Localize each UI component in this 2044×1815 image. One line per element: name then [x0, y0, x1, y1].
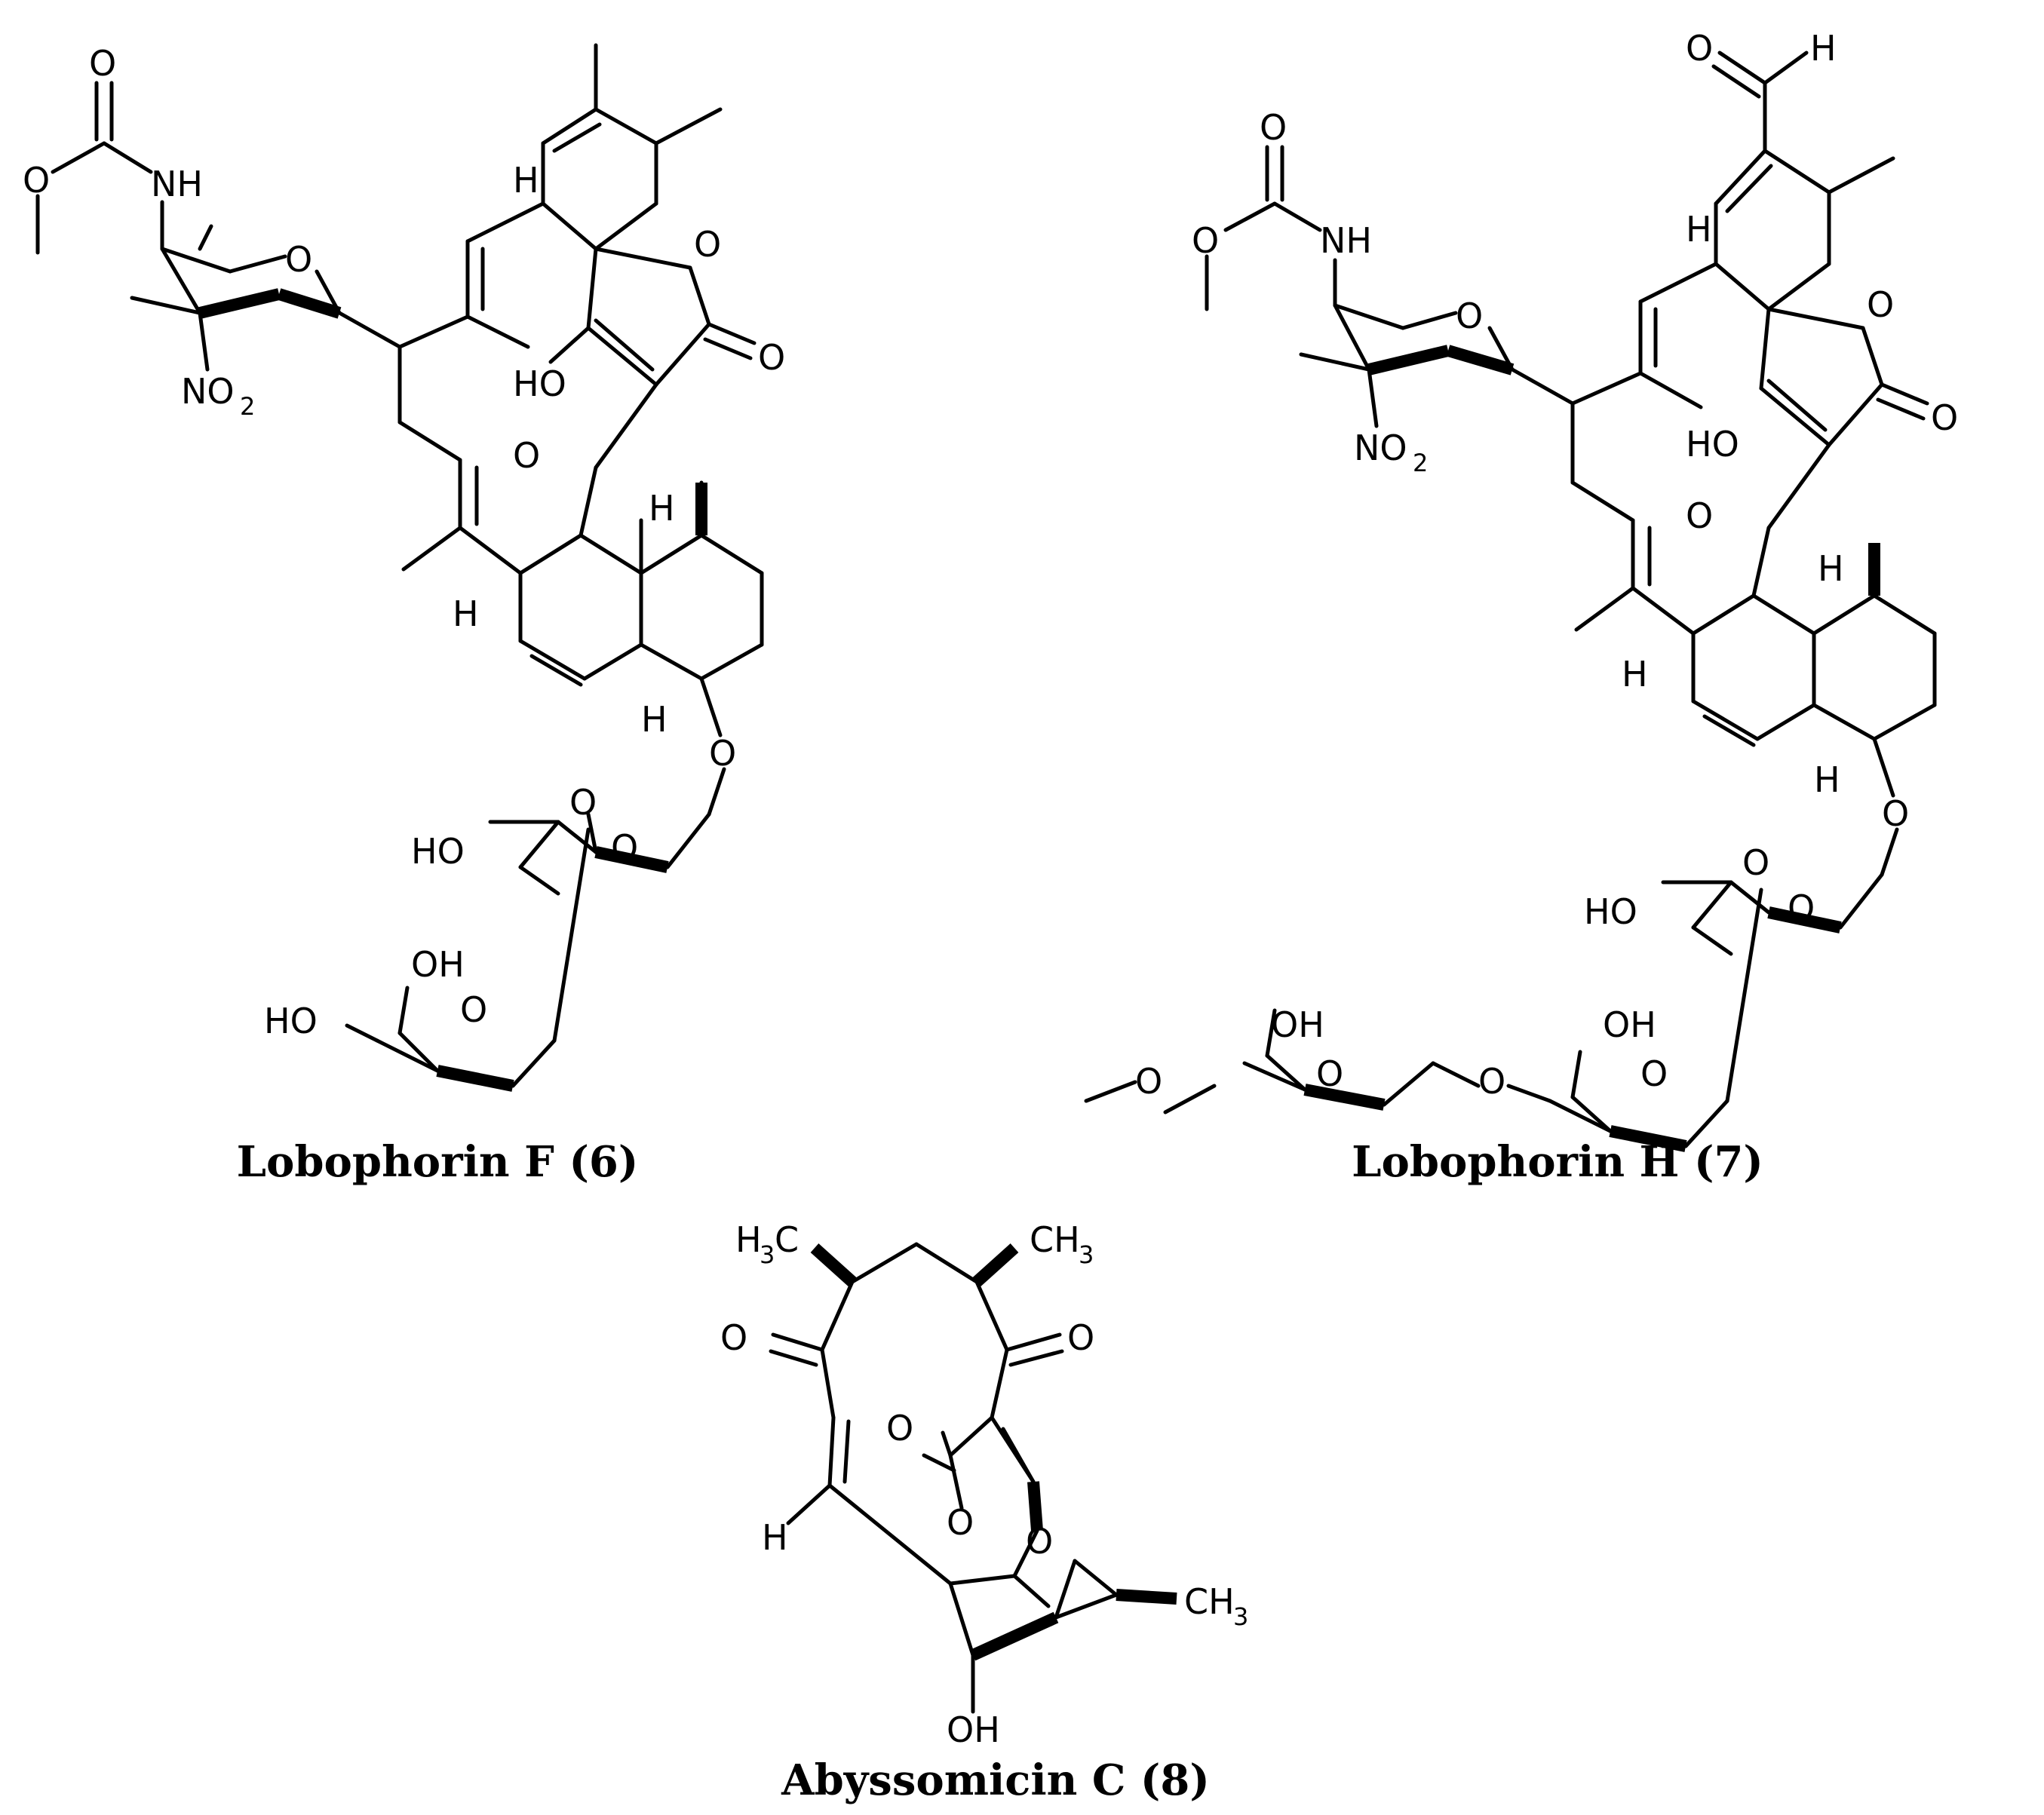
sugar4-ring-o-label: O	[1316, 1053, 1343, 1094]
glycoside-o-label: O	[709, 733, 736, 774]
ether-o-label-c: O	[1026, 1521, 1053, 1562]
allylic-h-label-h: H	[1622, 654, 1648, 694]
carbamate-ether-o-label-h: O	[1192, 220, 1219, 261]
lactone-carbonyl-o-label-c: O	[886, 1408, 913, 1449]
abyssomicin-skeleton	[769, 1242, 1177, 1714]
abyssomicin-c-structure: H 3 C CH 3	[720, 1219, 1248, 1750]
aldehyde-h-label: H	[1810, 28, 1837, 69]
lobophorin-h-structure: O H O O NH O NO	[1084, 28, 1958, 1152]
spiro-tetronate	[465, 43, 757, 387]
lactone-ring-o-label-h: O	[1867, 284, 1894, 325]
carbamate-group	[35, 81, 164, 255]
trisaccharide-chain	[1163, 737, 1899, 1152]
h3c-h-label: H	[735, 1219, 762, 1260]
sugar3-ring-o-label-h: O	[1640, 1053, 1668, 1094]
glycoside-o-label-h: O	[1882, 793, 1909, 834]
abyssomicin-oh-label: OH	[947, 1709, 1000, 1750]
nitro-sugar-ring-h	[1299, 303, 1515, 428]
interglycosidic-o-label: O	[1478, 1061, 1505, 1102]
sugar2-ho-label: HO	[411, 831, 465, 872]
ketone-right-o-label: O	[1067, 1317, 1094, 1358]
angular-h-label-h: H	[1686, 209, 1712, 250]
ch3-top-subscript: 3	[1079, 1240, 1094, 1269]
h3c-subscript: 3	[760, 1240, 775, 1269]
sugar3-oh-label: OH	[411, 944, 465, 985]
lobophorin-h-caption: Lobophorin H (7)	[1352, 1137, 1763, 1187]
nh-label-h: NH	[1320, 220, 1372, 261]
h3c-c-label: C	[775, 1219, 799, 1260]
decalin-h-top-label-h: H	[1818, 548, 1844, 589]
sugar2-ring-o-upper-label: O	[569, 782, 597, 823]
aldehyde-o-label: O	[1686, 28, 1713, 69]
lactone-ring-o-label-c: O	[947, 1502, 974, 1543]
carbamate-carbonyl-o-label: O	[89, 43, 116, 84]
sugar2-ring-o-label: O	[611, 827, 638, 868]
aldehyde-bonds	[1711, 51, 1809, 153]
decalin-h-bottom-label-h: H	[1814, 759, 1840, 800]
angular-h-label: H	[513, 160, 539, 201]
sugar3-ho-label: HO	[264, 1001, 318, 1041]
nitro-sugar-ring	[130, 224, 342, 372]
carbamate-group-h	[1205, 145, 1337, 311]
methoxy-o-label: O	[1135, 1061, 1162, 1102]
sugar2-ho-label-h: HO	[1584, 891, 1637, 932]
macrocycle-skeleton-h	[1510, 367, 1937, 747]
sugar-ring-o-label-h: O	[1456, 296, 1483, 336]
nitro-label-h: NO	[1354, 428, 1407, 468]
nh-label: NH	[151, 164, 203, 204]
carbamate-ether-o-label: O	[23, 160, 50, 201]
vinyl-h-label: H	[762, 1517, 788, 1558]
sugar4-oh-label: OH	[1271, 1004, 1324, 1045]
ch3-right-subscript: 3	[1233, 1602, 1248, 1631]
ketone-o-label: O	[513, 435, 540, 476]
sugar-ring-o-label: O	[285, 239, 312, 280]
sugar3-oh-label-h: OH	[1603, 1004, 1656, 1045]
sugar2-ring-o-label-h: O	[1788, 888, 1815, 928]
nitro-subscript-h: 2	[1413, 449, 1428, 477]
allylic-h-label: H	[453, 593, 479, 634]
lobophorin-f-structure: O O NH O NO 2	[23, 43, 785, 1092]
spiro-tetronate-h	[1638, 149, 1929, 447]
enol-oh-label-h: HO	[1686, 424, 1739, 464]
carbamate-carbonyl-o-label-h: O	[1260, 107, 1287, 148]
macrocycle-skeleton	[337, 311, 764, 687]
lactone-carbonyl-o-label-h: O	[1931, 397, 1958, 438]
lobophorin-f-caption: Lobophorin F (6)	[237, 1137, 639, 1187]
nitro-label: NO	[181, 371, 235, 412]
ketone-left-o-label: O	[720, 1317, 747, 1358]
lactone-carbonyl-o-label: O	[758, 337, 785, 378]
lactone-ring-o-label: O	[694, 224, 721, 265]
sugar2-ring-o-upper-label-h: O	[1742, 842, 1769, 883]
methoxy-methyl-bond	[1084, 1080, 1137, 1103]
disaccharide-chain	[345, 676, 726, 1092]
enol-oh-label: HO	[513, 363, 566, 404]
ch3-top-label: CH	[1030, 1219, 1080, 1260]
sugar3-ring-o-label: O	[460, 989, 487, 1030]
nitro-subscript: 2	[240, 392, 255, 421]
ketone-o-label-h: O	[1686, 495, 1713, 536]
ch3-right-label: CH	[1184, 1581, 1235, 1622]
abyssomicin-c-caption: Abyssomicin C (8)	[781, 1755, 1210, 1805]
decalin-h-top-label: H	[649, 488, 675, 529]
decalin-h-bottom-label: H	[641, 699, 668, 740]
